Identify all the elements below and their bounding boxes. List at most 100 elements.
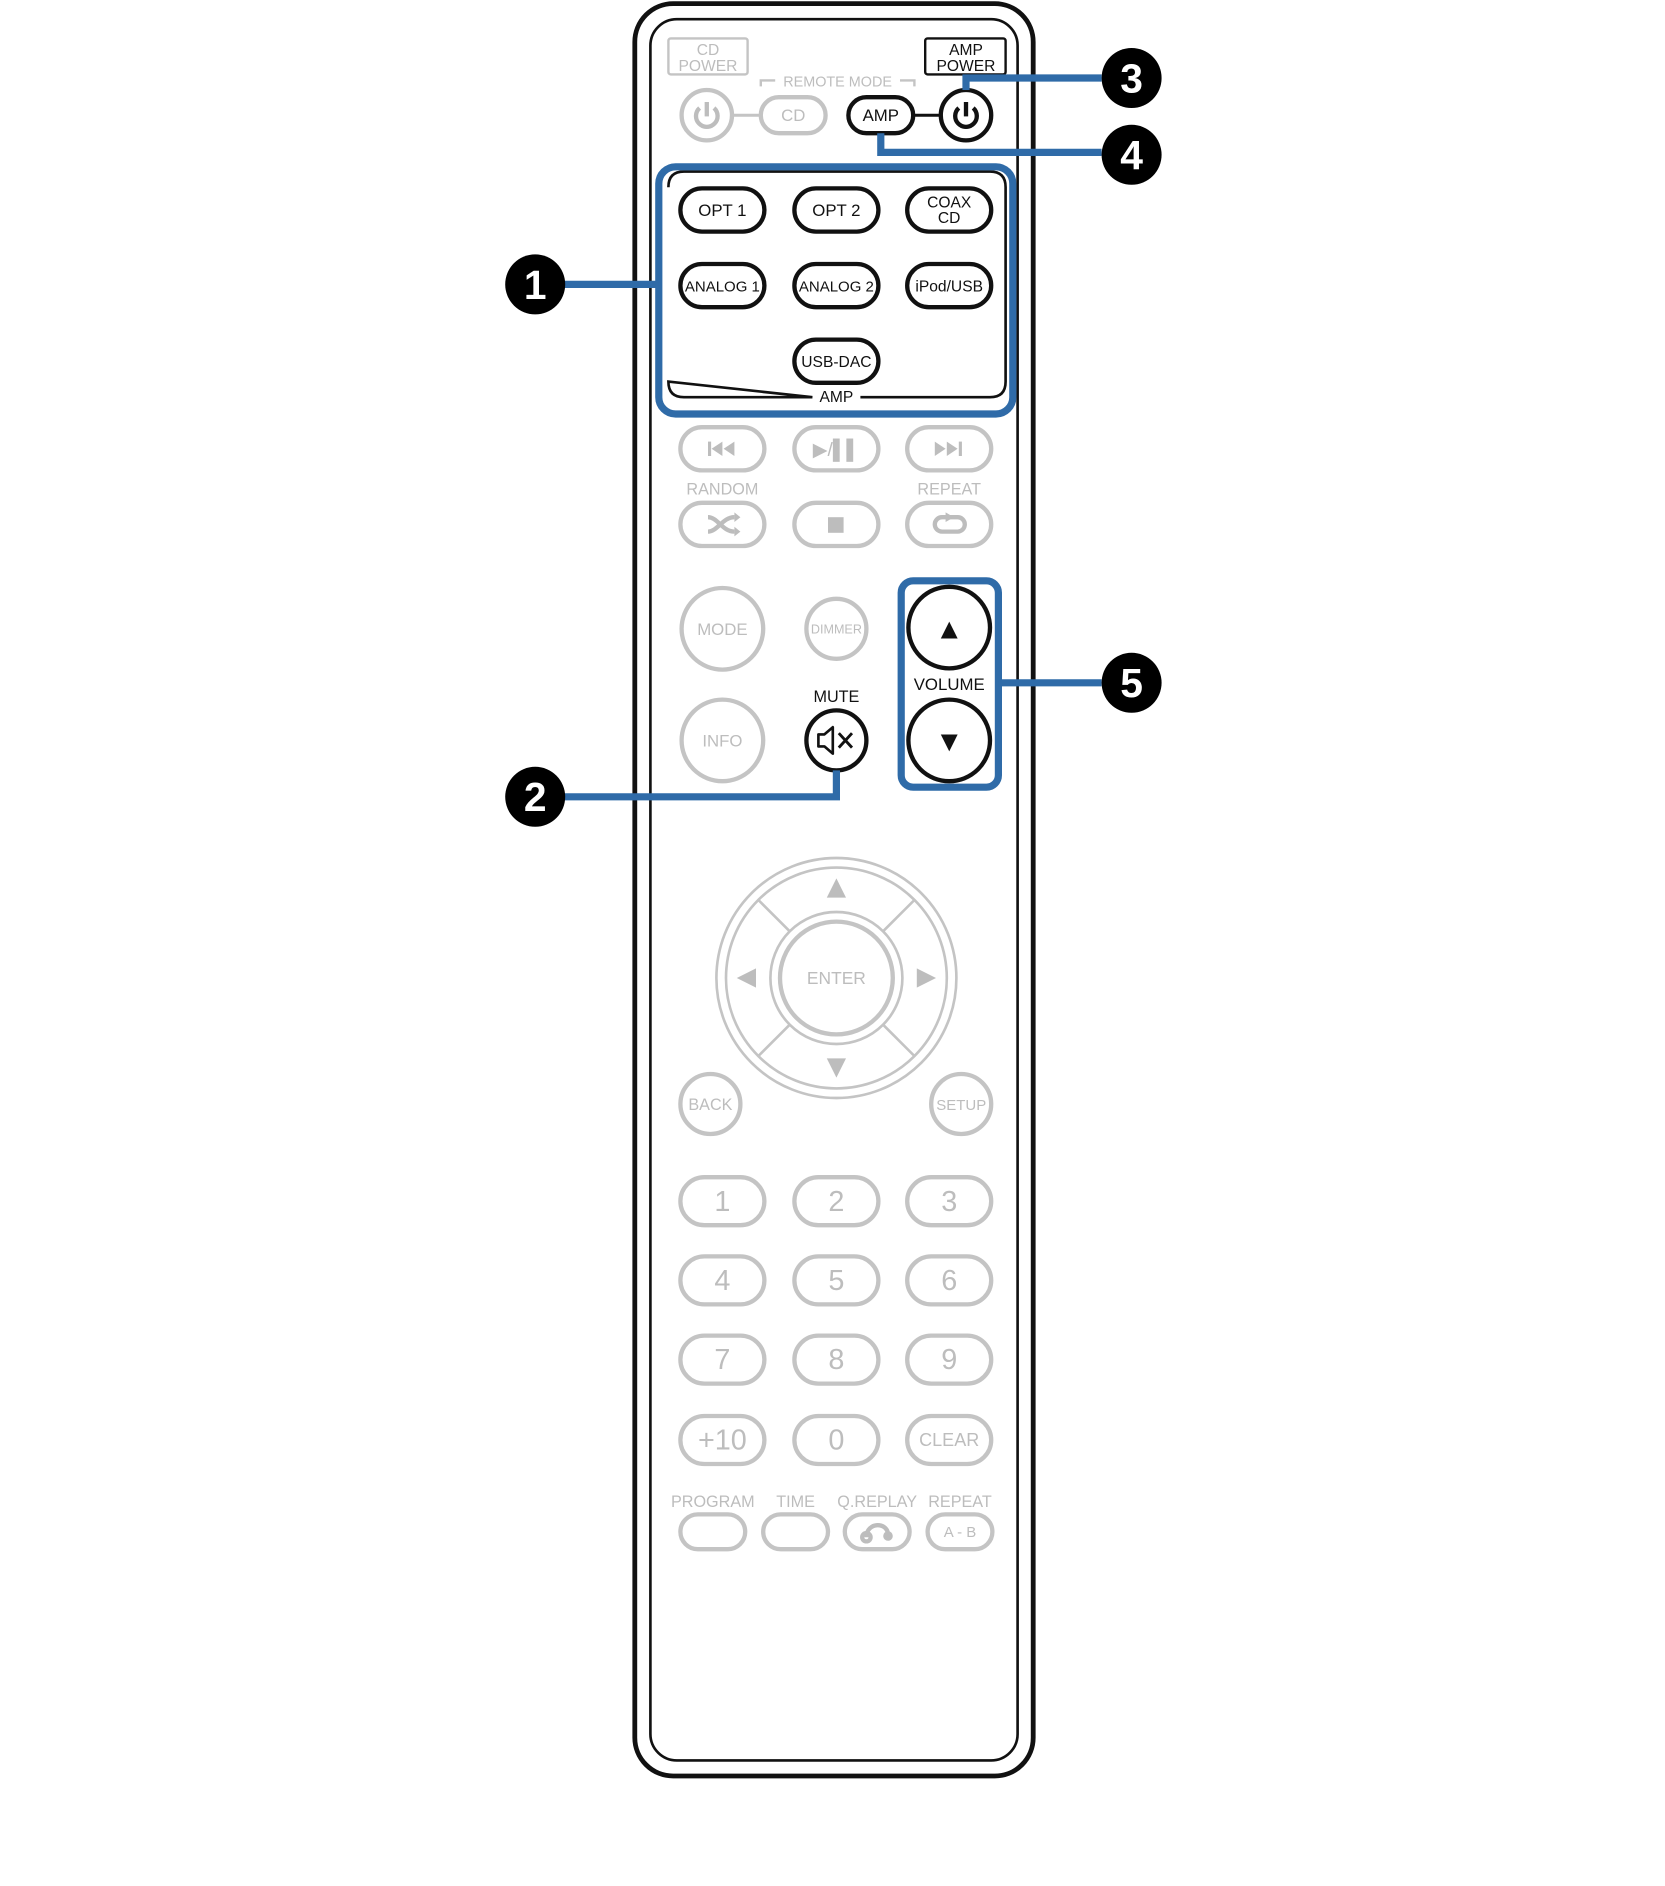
analog2-button[interactable]: ANALOG 2: [792, 261, 881, 310]
back-button[interactable]: BACK: [678, 1071, 743, 1137]
key-8-label: 8: [828, 1344, 844, 1376]
analog1-button[interactable]: ANALOG 1: [678, 261, 767, 310]
q-replay-button[interactable]: [842, 1512, 912, 1552]
remote-mode-label: REMOTE MODE: [783, 74, 892, 90]
mode-button[interactable]: MODE: [679, 585, 766, 672]
cd-power-label: CD POWER: [667, 37, 749, 76]
amp-power-label-line2: POWER: [937, 58, 996, 75]
key-5-button[interactable]: 5: [792, 1254, 881, 1307]
callout-5: 5: [1101, 652, 1162, 713]
key-6-button[interactable]: 6: [905, 1254, 994, 1307]
info-label: INFO: [702, 731, 742, 750]
opt2-label: OPT 2: [812, 201, 860, 220]
dpad-down-arrow[interactable]: [826, 1058, 847, 1078]
key-2-button[interactable]: 2: [792, 1175, 881, 1228]
key-6-label: 6: [941, 1265, 957, 1297]
dpad-right-arrow[interactable]: [916, 968, 937, 988]
dimmer-button[interactable]: DIMMER: [804, 596, 869, 661]
usb-dac-button[interactable]: USB-DAC: [792, 337, 881, 385]
key-plus10-label: +10: [698, 1425, 747, 1457]
speaker-mute-icon: [817, 725, 854, 755]
key-4-button[interactable]: 4: [678, 1254, 767, 1307]
key-5-label: 5: [828, 1265, 844, 1297]
mute-button[interactable]: [804, 708, 869, 773]
time-label: TIME: [776, 1493, 815, 1511]
leader-line-2: [564, 770, 841, 801]
key-1-button[interactable]: 1: [678, 1175, 767, 1228]
cd-power-icon: [693, 102, 720, 129]
usb-dac-label: USB-DAC: [801, 354, 871, 371]
dimmer-label: DIMMER: [811, 623, 862, 637]
amp-mode-button[interactable]: AMP: [846, 95, 916, 136]
callout-5-number: 5: [1120, 660, 1143, 706]
time-button[interactable]: [761, 1512, 831, 1552]
callout-4-number: 4: [1120, 132, 1143, 178]
ipod-usb-label: iPod/USB: [915, 279, 983, 296]
dpad-up-arrow[interactable]: [826, 878, 847, 898]
next-button[interactable]: [905, 425, 994, 473]
opt2-button[interactable]: OPT 2: [792, 186, 881, 234]
callout-3: 3: [1101, 48, 1162, 109]
repeat-ab-button[interactable]: A - B: [925, 1512, 995, 1552]
analog1-label: ANALOG 1: [685, 279, 760, 296]
key-9-button[interactable]: 9: [905, 1333, 994, 1386]
repeat-ab-text: A - B: [944, 1524, 977, 1541]
leader-line-3: [962, 74, 1102, 91]
repeat-button[interactable]: [905, 500, 994, 549]
skip-back-icon: [708, 441, 735, 457]
key-3-label: 3: [941, 1186, 957, 1218]
program-button[interactable]: [678, 1512, 748, 1552]
volume-down-button[interactable]: ▼: [906, 697, 993, 784]
repeat-ab-label: REPEAT: [928, 1493, 992, 1511]
setup-button[interactable]: SETUP: [929, 1071, 994, 1137]
remote-body-inner: [649, 17, 1019, 1762]
callout-1-number: 1: [524, 262, 547, 308]
cd-mode-button[interactable]: CD: [758, 95, 828, 136]
dpad-left-arrow[interactable]: [736, 968, 756, 988]
cd-power-button[interactable]: [679, 87, 735, 143]
amp-power-button[interactable]: [938, 87, 994, 143]
amp-mode-label: AMP: [863, 106, 899, 125]
remote-mode-bracket: REMOTE MODE: [759, 74, 916, 90]
volume-up-icon: ▲: [935, 613, 964, 645]
cd-mode-label: CD: [781, 106, 805, 125]
key-1-label: 1: [714, 1186, 730, 1218]
opt1-button[interactable]: OPT 1: [678, 186, 767, 234]
dpad: [715, 856, 958, 1100]
cd-power-label-line1: CD: [697, 42, 720, 59]
key-plus10-button[interactable]: +10: [678, 1413, 767, 1467]
previous-button[interactable]: [678, 425, 767, 473]
callout-4: 4: [1101, 124, 1162, 185]
key-8-button[interactable]: 8: [792, 1333, 881, 1386]
leader-line-4: [877, 133, 1102, 157]
clear-button[interactable]: CLEAR: [905, 1413, 994, 1467]
volume-label: VOLUME: [914, 675, 985, 694]
cd-power-label-line2: POWER: [679, 58, 738, 75]
volume-up-button[interactable]: ▲: [906, 584, 993, 671]
q-replay-icon: [860, 1523, 893, 1544]
key-7-button[interactable]: 7: [678, 1333, 767, 1386]
ipod-usb-button[interactable]: iPod/USB: [905, 261, 994, 310]
q-replay-label: Q.REPLAY: [837, 1493, 917, 1511]
enter-label: ENTER: [807, 968, 866, 988]
amp-input-group: AMP: [667, 170, 1007, 406]
play-pause-button[interactable]: ▶/▌▌: [792, 425, 881, 473]
amp-power-icon: [953, 102, 979, 129]
stop-icon: [828, 517, 844, 533]
key-0-button[interactable]: 0: [792, 1413, 881, 1467]
coax-cd-label-line1: COAX: [927, 195, 972, 212]
back-label: BACK: [688, 1096, 732, 1114]
key-7-label: 7: [714, 1344, 730, 1376]
skip-forward-icon: [934, 441, 962, 457]
key-9-label: 9: [941, 1344, 957, 1376]
random-button[interactable]: [678, 500, 767, 549]
key-3-button[interactable]: 3: [905, 1175, 994, 1228]
stop-button[interactable]: [792, 500, 881, 549]
setup-label: SETUP: [936, 1097, 986, 1114]
highlight-input-group: [655, 163, 1017, 418]
coax-cd-button[interactable]: COAX CD: [905, 186, 994, 234]
info-button[interactable]: INFO: [679, 697, 766, 784]
key-0-label: 0: [828, 1425, 844, 1457]
enter-button[interactable]: ENTER: [777, 919, 895, 1037]
